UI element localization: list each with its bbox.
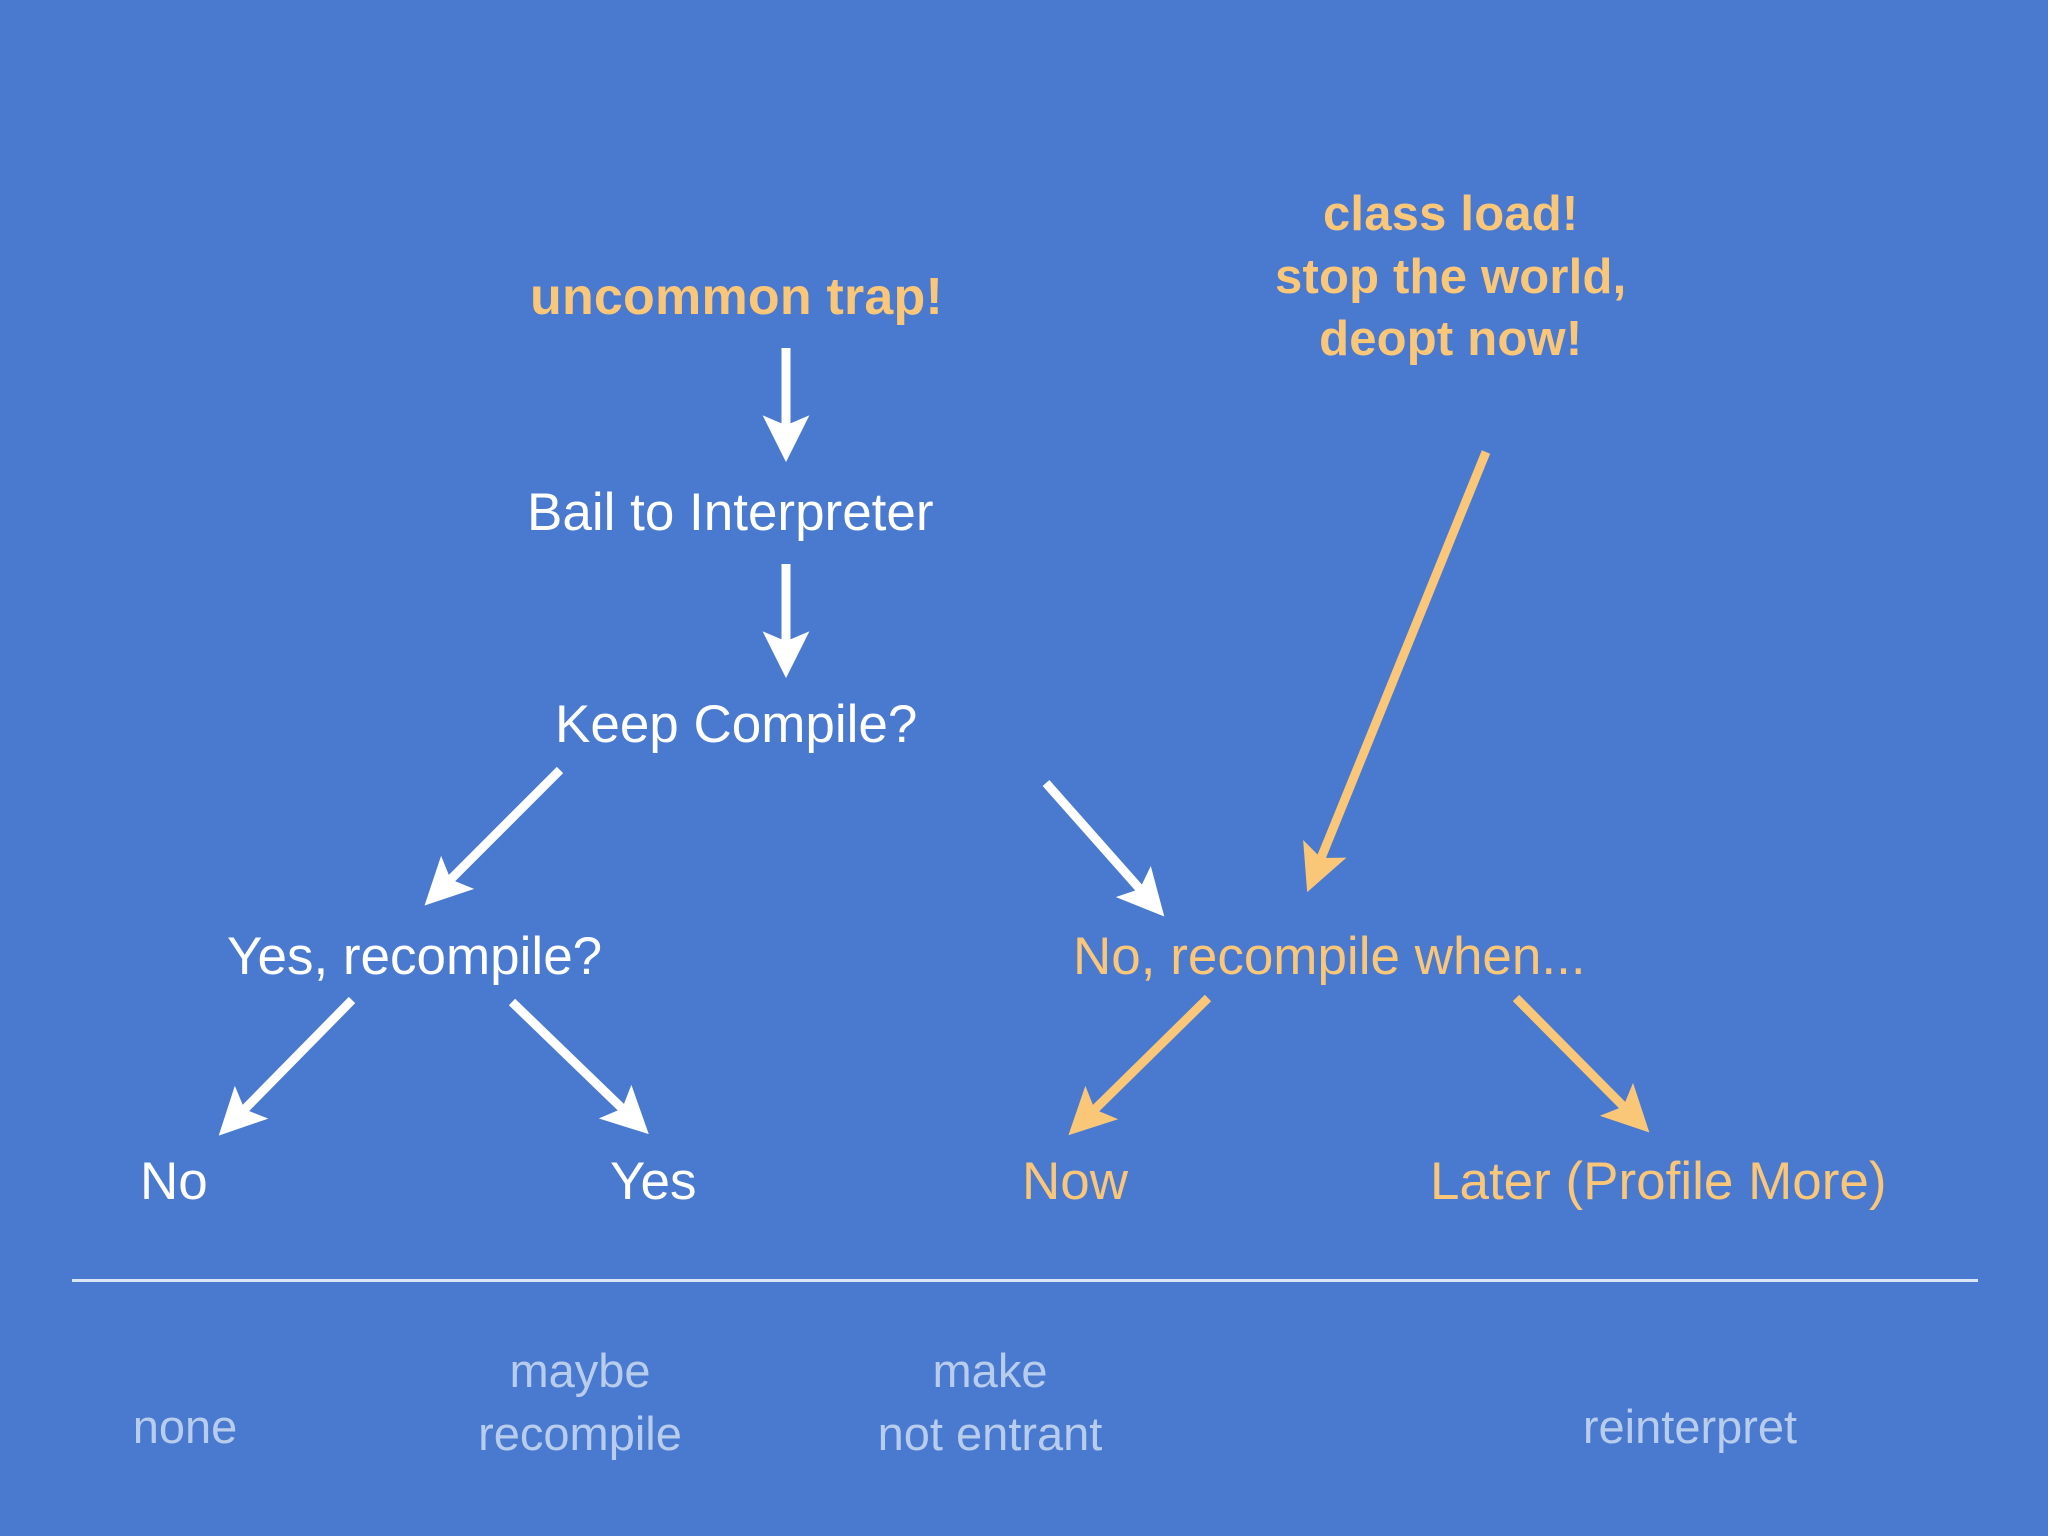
callout-class-load-deopt: class load! stop the world, deopt now! [1275, 187, 1627, 367]
arrow-keep-compile-to-no-recompile [1042, 780, 1165, 917]
arrow-class-load-to-no-recompile [1303, 450, 1491, 893]
footer-label-none: none [132, 1400, 238, 1453]
leaf-yes: Yes [610, 1152, 697, 1211]
arrow-yes-recompile-to-yes [508, 998, 649, 1135]
leaf-no: No [140, 1152, 208, 1211]
node-bail-to-interpreter: Bail to Interpreter [527, 483, 934, 542]
arrow-no-recompile-to-now [1068, 994, 1212, 1136]
footer-label-reinterpret: reinterpret [1582, 1400, 1798, 1453]
arrow-no-recompile-to-later [1512, 994, 1650, 1133]
arrow-yes-recompile-to-no [218, 996, 356, 1136]
footer-label-make-not-entrant: make not entrant [877, 1344, 1103, 1460]
node-yes-recompile: Yes, recompile? [227, 927, 603, 986]
footer-label-maybe-recompile: maybe recompile [478, 1344, 682, 1460]
arrow-keep-compile-to-yes-recompile [424, 766, 564, 906]
horizontal-divider [72, 1279, 1978, 1282]
leaf-later-profile-more: Later (Profile More) [1430, 1152, 1887, 1211]
node-no-recompile-when: No, recompile when... [1073, 927, 1586, 986]
callout-uncommon-trap: uncommon trap! [530, 268, 944, 326]
node-keep-compile: Keep Compile? [555, 695, 918, 754]
leaf-now: Now [1022, 1152, 1129, 1211]
